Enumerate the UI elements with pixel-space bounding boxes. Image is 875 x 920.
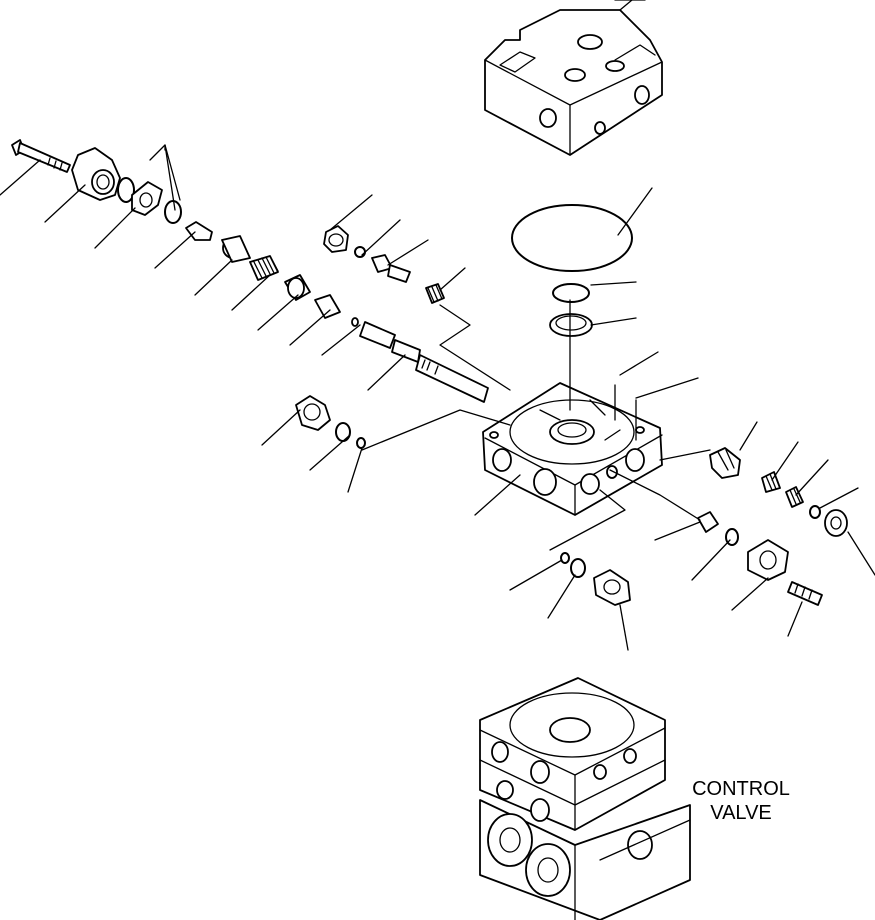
plug-upper [323,225,366,258]
right-spring [761,471,804,508]
check-spring [425,283,445,304]
small-o-ring [552,283,590,303]
right-bolt [787,581,823,606]
backup-ring [549,313,593,337]
long-bolt [11,139,71,173]
valve-body [482,382,663,516]
spool-cap [185,221,251,263]
callout-lines [0,0,875,651]
lower-plug [560,552,631,606]
end-flange [71,144,182,224]
right-cap [697,511,789,581]
relief-plug [295,395,331,431]
right-poppet [809,505,848,537]
caption-line-1: CONTROL [692,778,790,800]
top-cover-block [484,0,663,156]
caption: CONTROL VALVE [692,778,790,824]
caption-line-2: VALVE [710,802,772,824]
right-plug [709,447,741,479]
large-o-ring [511,204,633,272]
spool-return-spring [249,255,279,281]
main-spool [284,274,489,403]
control-valve-assembly [479,677,691,920]
check-poppet [371,254,411,283]
